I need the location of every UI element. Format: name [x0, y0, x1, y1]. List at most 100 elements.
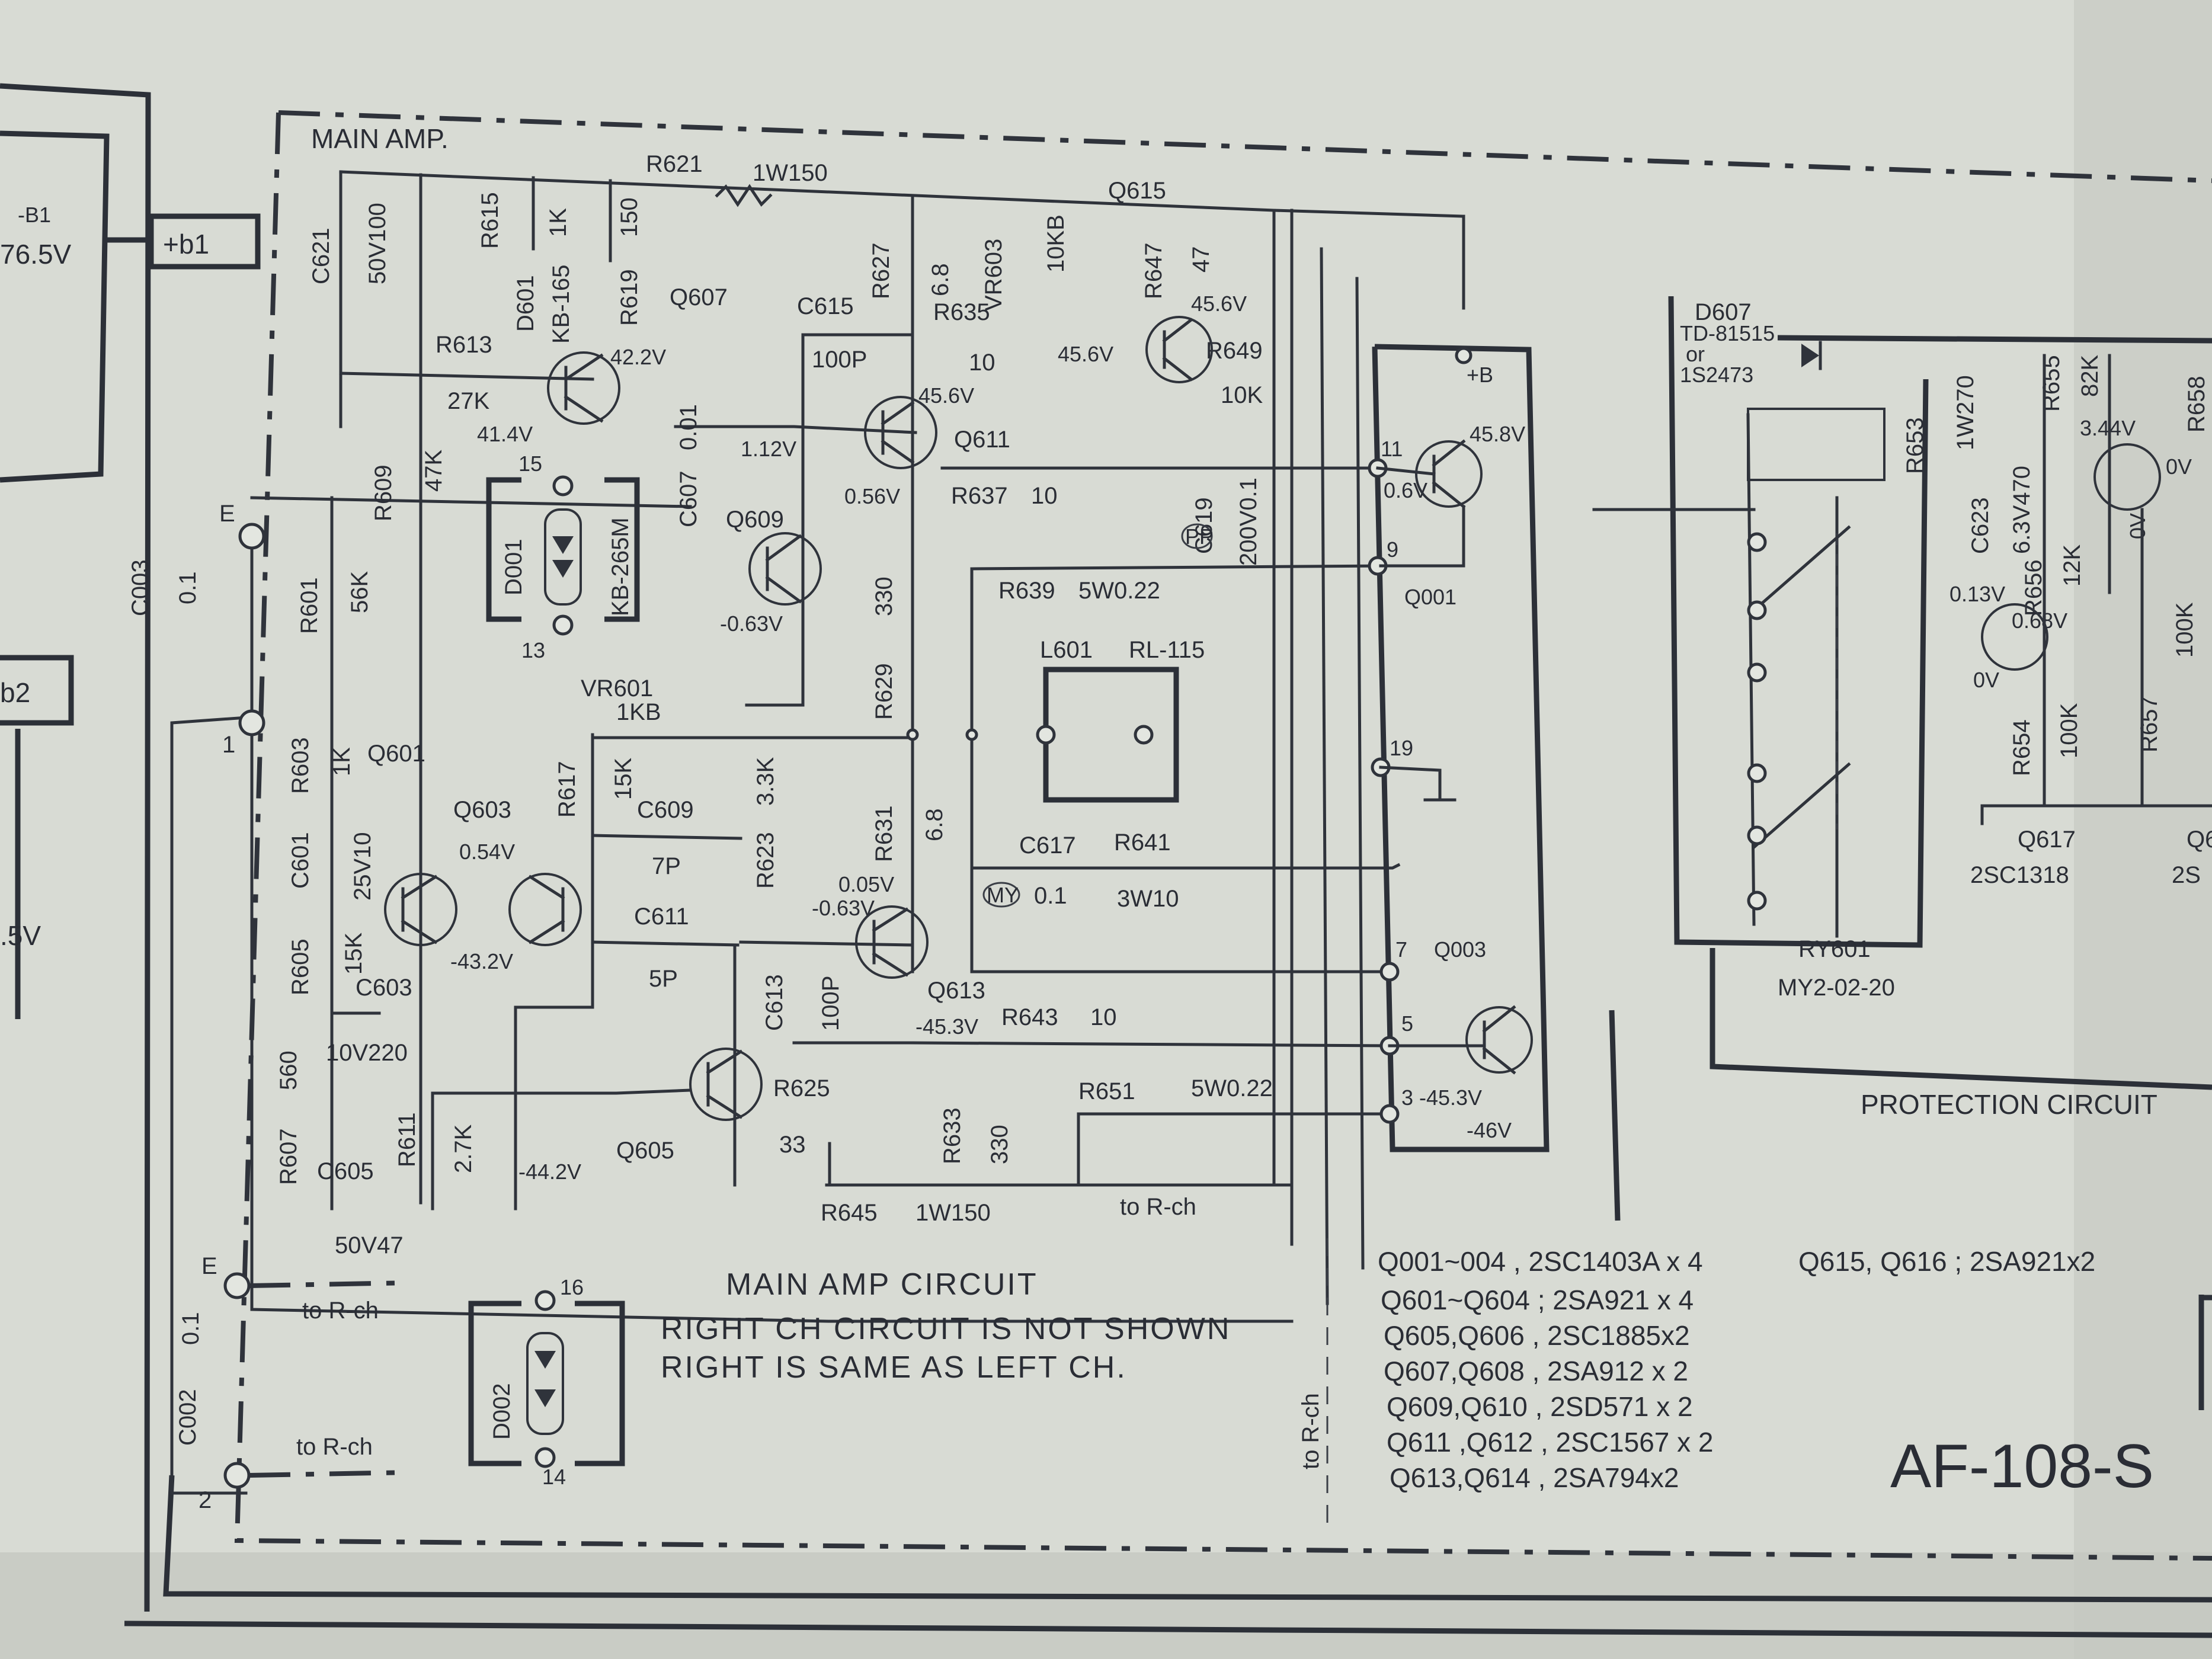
v-0-56: 0.56V [844, 484, 900, 508]
E-label: E [219, 501, 235, 527]
parts-line-5: Q609,Q610 , 2SD571 x 2 [1387, 1391, 1693, 1422]
parts-line-2: Q601~Q604 ; 2SA921 x 4 [1381, 1285, 1694, 1315]
to-r-ch-b: to R-ch [296, 1434, 373, 1460]
q611-symbol [864, 396, 937, 469]
D601: D601 [513, 275, 539, 332]
pin-15: 15 [518, 451, 542, 476]
q601-symbol [384, 873, 457, 946]
note-line-3: RIGHT IS SAME AS LEFT CH. [661, 1350, 1127, 1385]
R657-val: 100K [2172, 602, 2198, 658]
R625-val: 33 [779, 1132, 806, 1158]
parts-line-4: Q607,Q608 , 2SA912 x 2 [1384, 1356, 1688, 1386]
R615: R615 [477, 192, 503, 249]
C002: C002 [175, 1389, 201, 1446]
left-fragment-3: .5V [0, 920, 41, 951]
D607-val: TD-81515 [1680, 321, 1775, 345]
R609-val: 47K [421, 450, 447, 492]
R629-val: 330 [871, 577, 897, 616]
R603: R603 [287, 737, 313, 794]
pin-19: 19 [1390, 736, 1413, 760]
v-0v-a: 0V [2166, 454, 2192, 479]
R601: R601 [296, 577, 322, 634]
C615: C615 [797, 293, 854, 319]
component-labels: R621 1W150 Q615 C621 50V100 D601 R615 1K… [127, 151, 1273, 1258]
v-45-8: 45.8V [1470, 422, 1525, 446]
R649-val: 10K [1221, 382, 1263, 408]
R615-val: 1K [545, 208, 571, 237]
R654-val: 100K [2056, 703, 2082, 758]
Q605: Q605 [616, 1138, 674, 1164]
R655-val: 82K [2077, 355, 2103, 397]
v-m46: -46V [1467, 1118, 1512, 1142]
v-m43-2: -43.2V [450, 949, 513, 973]
R635: R635 [933, 299, 990, 325]
R651: R651 [1078, 1078, 1135, 1104]
R617-val: 15K [610, 758, 636, 800]
q609-symbol [748, 532, 822, 606]
Q601: Q601 [367, 741, 425, 767]
main-amp-frame: MAIN AMP. [234, 110, 2212, 1561]
v-45-6-b: 45.6V [1058, 342, 1113, 366]
C619-val: 200V0.1 [1235, 478, 1262, 566]
note-line-1: MAIN AMP CIRCUIT [726, 1267, 1038, 1302]
Q613: Q613 [927, 978, 985, 1004]
supply-label-b1: +b1 [107, 213, 261, 270]
parts-line-3: Q605,Q606 , 2SC1885x2 [1384, 1320, 1690, 1351]
R649: R649 [1206, 338, 1263, 364]
D001: D001 [501, 539, 527, 595]
R605-val: 15K [341, 933, 367, 975]
pin-5: 5 [1401, 1011, 1413, 1036]
model-number: AF-108-S [1890, 1432, 2154, 1501]
left-fragment-1: -B1 [18, 203, 51, 227]
v-0v-b: 0V [2125, 513, 2150, 539]
pin-9: 9 [1387, 537, 1398, 562]
parts-line-6: Q611 ,Q612 , 2SC1567 x 2 [1387, 1427, 1714, 1458]
pin-3: 3 [1401, 1085, 1413, 1110]
R639-val: 5W0.22 [1078, 578, 1160, 604]
C621-val: 50V100 [364, 203, 390, 284]
v-0-68: 0.68V [2012, 608, 2067, 633]
v-m0-63: -0.63V [720, 611, 783, 636]
C601: C601 [287, 832, 313, 889]
R637-val: 10 [1031, 483, 1058, 509]
Q615: Q615 [1108, 178, 1166, 204]
R627: R627 [868, 242, 894, 299]
R623: R623 [753, 832, 779, 889]
pin-1: 1 [222, 732, 235, 758]
diode-module-d001: D001 KB-265M [486, 475, 640, 636]
parts-line-7: Q613,Q614 , 2SA794x2 [1390, 1462, 1679, 1493]
pin-11: 11 [1381, 437, 1403, 461]
D607-or: or [1686, 342, 1705, 366]
Q609: Q609 [726, 507, 784, 533]
R647: R647 [1141, 242, 1167, 299]
diode-module-d002: D002 16 14 [468, 1275, 625, 1489]
note-line-2: RIGHT CH CIRCUIT IS NOT SHOWN [661, 1312, 1231, 1346]
R637: R637 [951, 483, 1008, 509]
protection-title: PROTECTION CIRCUIT [1861, 1089, 2157, 1120]
output-plus-b: +B [1467, 363, 1493, 387]
C617: C617 [1019, 832, 1076, 859]
supply-label-b1-text: +b1 [163, 229, 209, 260]
main-amp-title: MAIN AMP. [311, 123, 449, 154]
left-partial-frame: -B1 76.5V .5V [0, 83, 151, 1612]
E-lower-label: E [201, 1253, 217, 1279]
VR601-val: 1KB [616, 699, 661, 725]
R631-val: 6.8 [921, 808, 947, 841]
coil-l601 [906, 667, 1179, 803]
model-block: AF-108-S [1890, 1295, 2212, 1501]
C615-val: 100P [812, 347, 867, 373]
v-0-13: 0.13V [1949, 582, 2005, 606]
R631: R631 [871, 805, 897, 862]
C621: C621 [308, 228, 334, 284]
supply-label-b2: b2 [0, 655, 74, 726]
v-41-4: 41.4V [477, 422, 533, 446]
R629: R629 [871, 663, 897, 720]
Q603: Q603 [453, 797, 511, 823]
R643-val: 10 [1090, 1004, 1117, 1030]
RY601: RY601 [1798, 936, 1871, 962]
R654: R654 [2009, 719, 2035, 776]
q003-label: Q003 [1434, 937, 1486, 962]
v-45-6-c: 45.6V [918, 383, 974, 408]
v-m0-63-b: -0.63V [812, 896, 875, 920]
